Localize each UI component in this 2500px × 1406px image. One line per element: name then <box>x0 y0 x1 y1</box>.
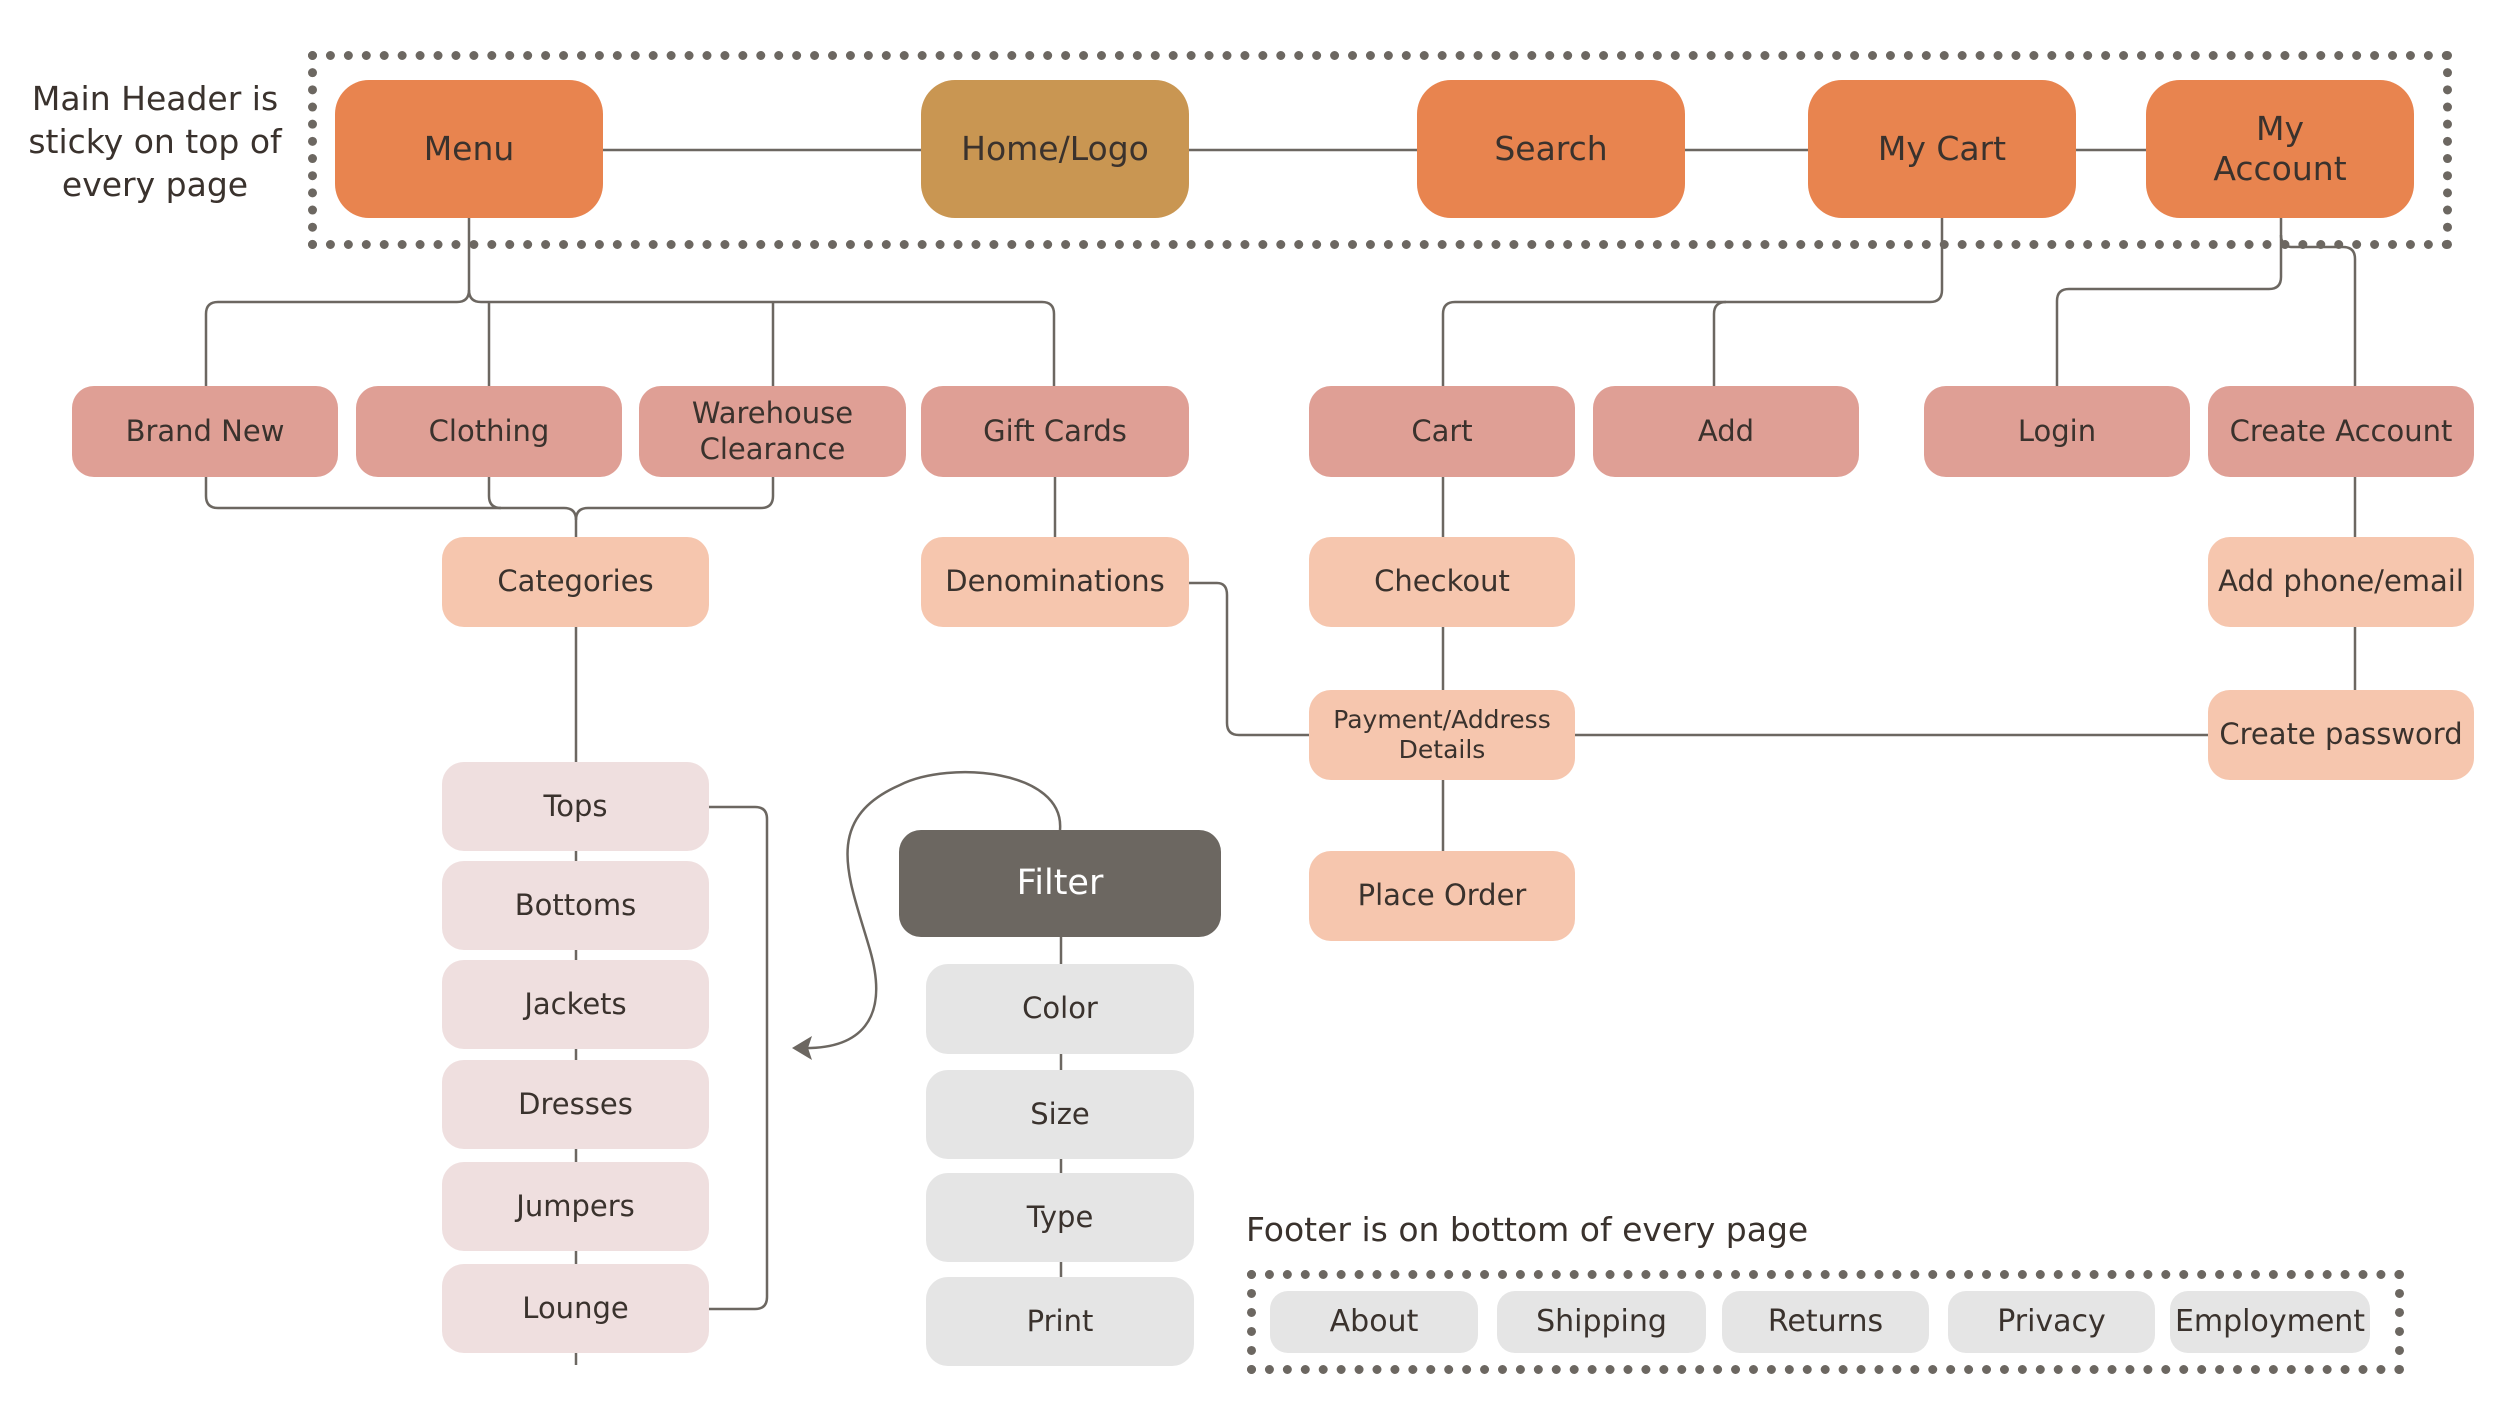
filter-size-label: Size <box>1030 1096 1090 1131</box>
node-categories-label: Categories <box>497 564 654 599</box>
node-login[interactable]: Login <box>1924 386 2190 477</box>
node-denominations-label: Denominations <box>945 564 1165 599</box>
category-item[interactable]: Tops <box>442 762 709 851</box>
category-jumpers-label: Jumpers <box>516 1188 635 1223</box>
node-cart-label: Cart <box>1411 413 1473 448</box>
category-tops-label: Tops <box>543 788 608 823</box>
node-categories[interactable]: Categories <box>442 537 709 627</box>
link-to-categories <box>204 477 578 537</box>
link-denominations-payment <box>1189 581 1309 737</box>
footer-about-label: About <box>1329 1303 1419 1339</box>
node-gift-cards[interactable]: Gift Cards <box>921 386 1189 477</box>
footer-privacy-label: Privacy <box>1997 1303 2106 1339</box>
category-item[interactable]: Bottoms <box>442 861 709 950</box>
main-header-container <box>308 51 2452 249</box>
filter-option[interactable]: Type <box>926 1173 1194 1262</box>
category-item[interactable]: Jumpers <box>442 1162 709 1251</box>
footer-employment-label: Employment <box>2174 1303 2366 1339</box>
node-cart[interactable]: Cart <box>1309 386 1575 477</box>
header-search-label: Search <box>1494 128 1608 168</box>
footer-item-privacy[interactable]: Privacy <box>1948 1291 2155 1353</box>
filter-arrow-curve <box>799 771 1062 1050</box>
footer-item-returns[interactable]: Returns <box>1722 1291 1929 1353</box>
node-place-order[interactable]: Place Order <box>1309 851 1575 941</box>
node-warehouse-clearance[interactable]: Warehouse Clearance <box>639 386 906 477</box>
category-lounge-label: Lounge <box>522 1290 629 1325</box>
header-my-cart-label: My Cart <box>1877 128 2007 168</box>
node-clothing[interactable]: Clothing <box>356 386 622 477</box>
footer-returns-label: Returns <box>1767 1303 1884 1339</box>
filter-color-label: Color <box>1022 991 1098 1026</box>
header-home-logo-label: Home/Logo <box>961 128 1149 168</box>
header-my-account-label: My Account <box>2213 108 2347 188</box>
filter-option[interactable]: Print <box>926 1277 1194 1366</box>
node-clothing-label: Clothing <box>428 413 550 448</box>
link-mycart-children <box>1441 218 1944 386</box>
node-brand-new-label: Brand New <box>125 413 285 448</box>
footer-note: Footer is on bottom of every page <box>1246 1210 1809 1249</box>
link-category-bracket <box>709 805 769 1311</box>
node-create-password[interactable]: Create password <box>2208 690 2474 780</box>
header-menu-label: Menu <box>423 128 515 168</box>
filter-option[interactable]: Color <box>926 964 1194 1054</box>
node-brand-new[interactable]: Brand New <box>72 386 338 477</box>
footer-shipping-label: Shipping <box>1536 1303 1667 1339</box>
node-create-account[interactable]: Create Account <box>2208 386 2474 477</box>
filter-option[interactable]: Size <box>926 1070 1194 1159</box>
node-add-label: Add <box>1697 413 1755 448</box>
node-warehouse-clearance-label: Warehouse Clearance <box>691 396 854 466</box>
header-my-cart[interactable]: My Cart <box>1808 80 2076 218</box>
footer-item-shipping[interactable]: Shipping <box>1497 1291 1706 1353</box>
node-denominations[interactable]: Denominations <box>921 537 1189 627</box>
category-dresses-label: Dresses <box>518 1086 633 1121</box>
node-add-phone-email[interactable]: Add phone/email <box>2208 537 2474 627</box>
header-menu[interactable]: Menu <box>335 80 603 218</box>
node-create-password-label: Create password <box>2219 717 2463 752</box>
node-checkout-label: Checkout <box>1374 564 1510 599</box>
category-item[interactable]: Lounge <box>442 1264 709 1353</box>
header-my-account[interactable]: My Account <box>2146 80 2414 218</box>
node-checkout[interactable]: Checkout <box>1309 537 1575 627</box>
arrowhead-icon <box>792 1036 812 1060</box>
category-jackets-label: Jackets <box>524 986 627 1021</box>
node-place-order-label: Place Order <box>1357 878 1527 913</box>
filter-print-label: Print <box>1026 1303 1094 1338</box>
header-note: Main Header is sticky on top of every pa… <box>28 79 282 204</box>
node-payment-address-label: Payment/Address Details <box>1333 704 1551 765</box>
footer-item-employment[interactable]: Employment <box>2170 1291 2370 1353</box>
filter-title: Filter <box>1016 863 1104 904</box>
header-home-logo[interactable]: Home/Logo <box>921 80 1189 218</box>
header-search[interactable]: Search <box>1417 80 1685 218</box>
filter-type-label: Type <box>1026 1199 1094 1234</box>
node-add-phone-email-label: Add phone/email <box>2218 564 2464 599</box>
node-create-account-label: Create Account <box>2229 413 2453 448</box>
category-item[interactable]: Jackets <box>442 960 709 1049</box>
category-bottoms-label: Bottoms <box>514 887 637 922</box>
footer-container <box>1247 1270 2404 1374</box>
filter-node[interactable]: Filter <box>899 830 1221 937</box>
category-item[interactable]: Dresses <box>442 1060 709 1149</box>
node-payment-address[interactable]: Payment/Address Details <box>1309 690 1575 780</box>
link-account-children <box>2055 218 2283 386</box>
footer-item-about[interactable]: About <box>1270 1291 1478 1353</box>
node-add[interactable]: Add <box>1593 386 1859 477</box>
node-gift-cards-label: Gift Cards <box>983 413 1127 448</box>
node-login-label: Login <box>2017 413 2097 448</box>
